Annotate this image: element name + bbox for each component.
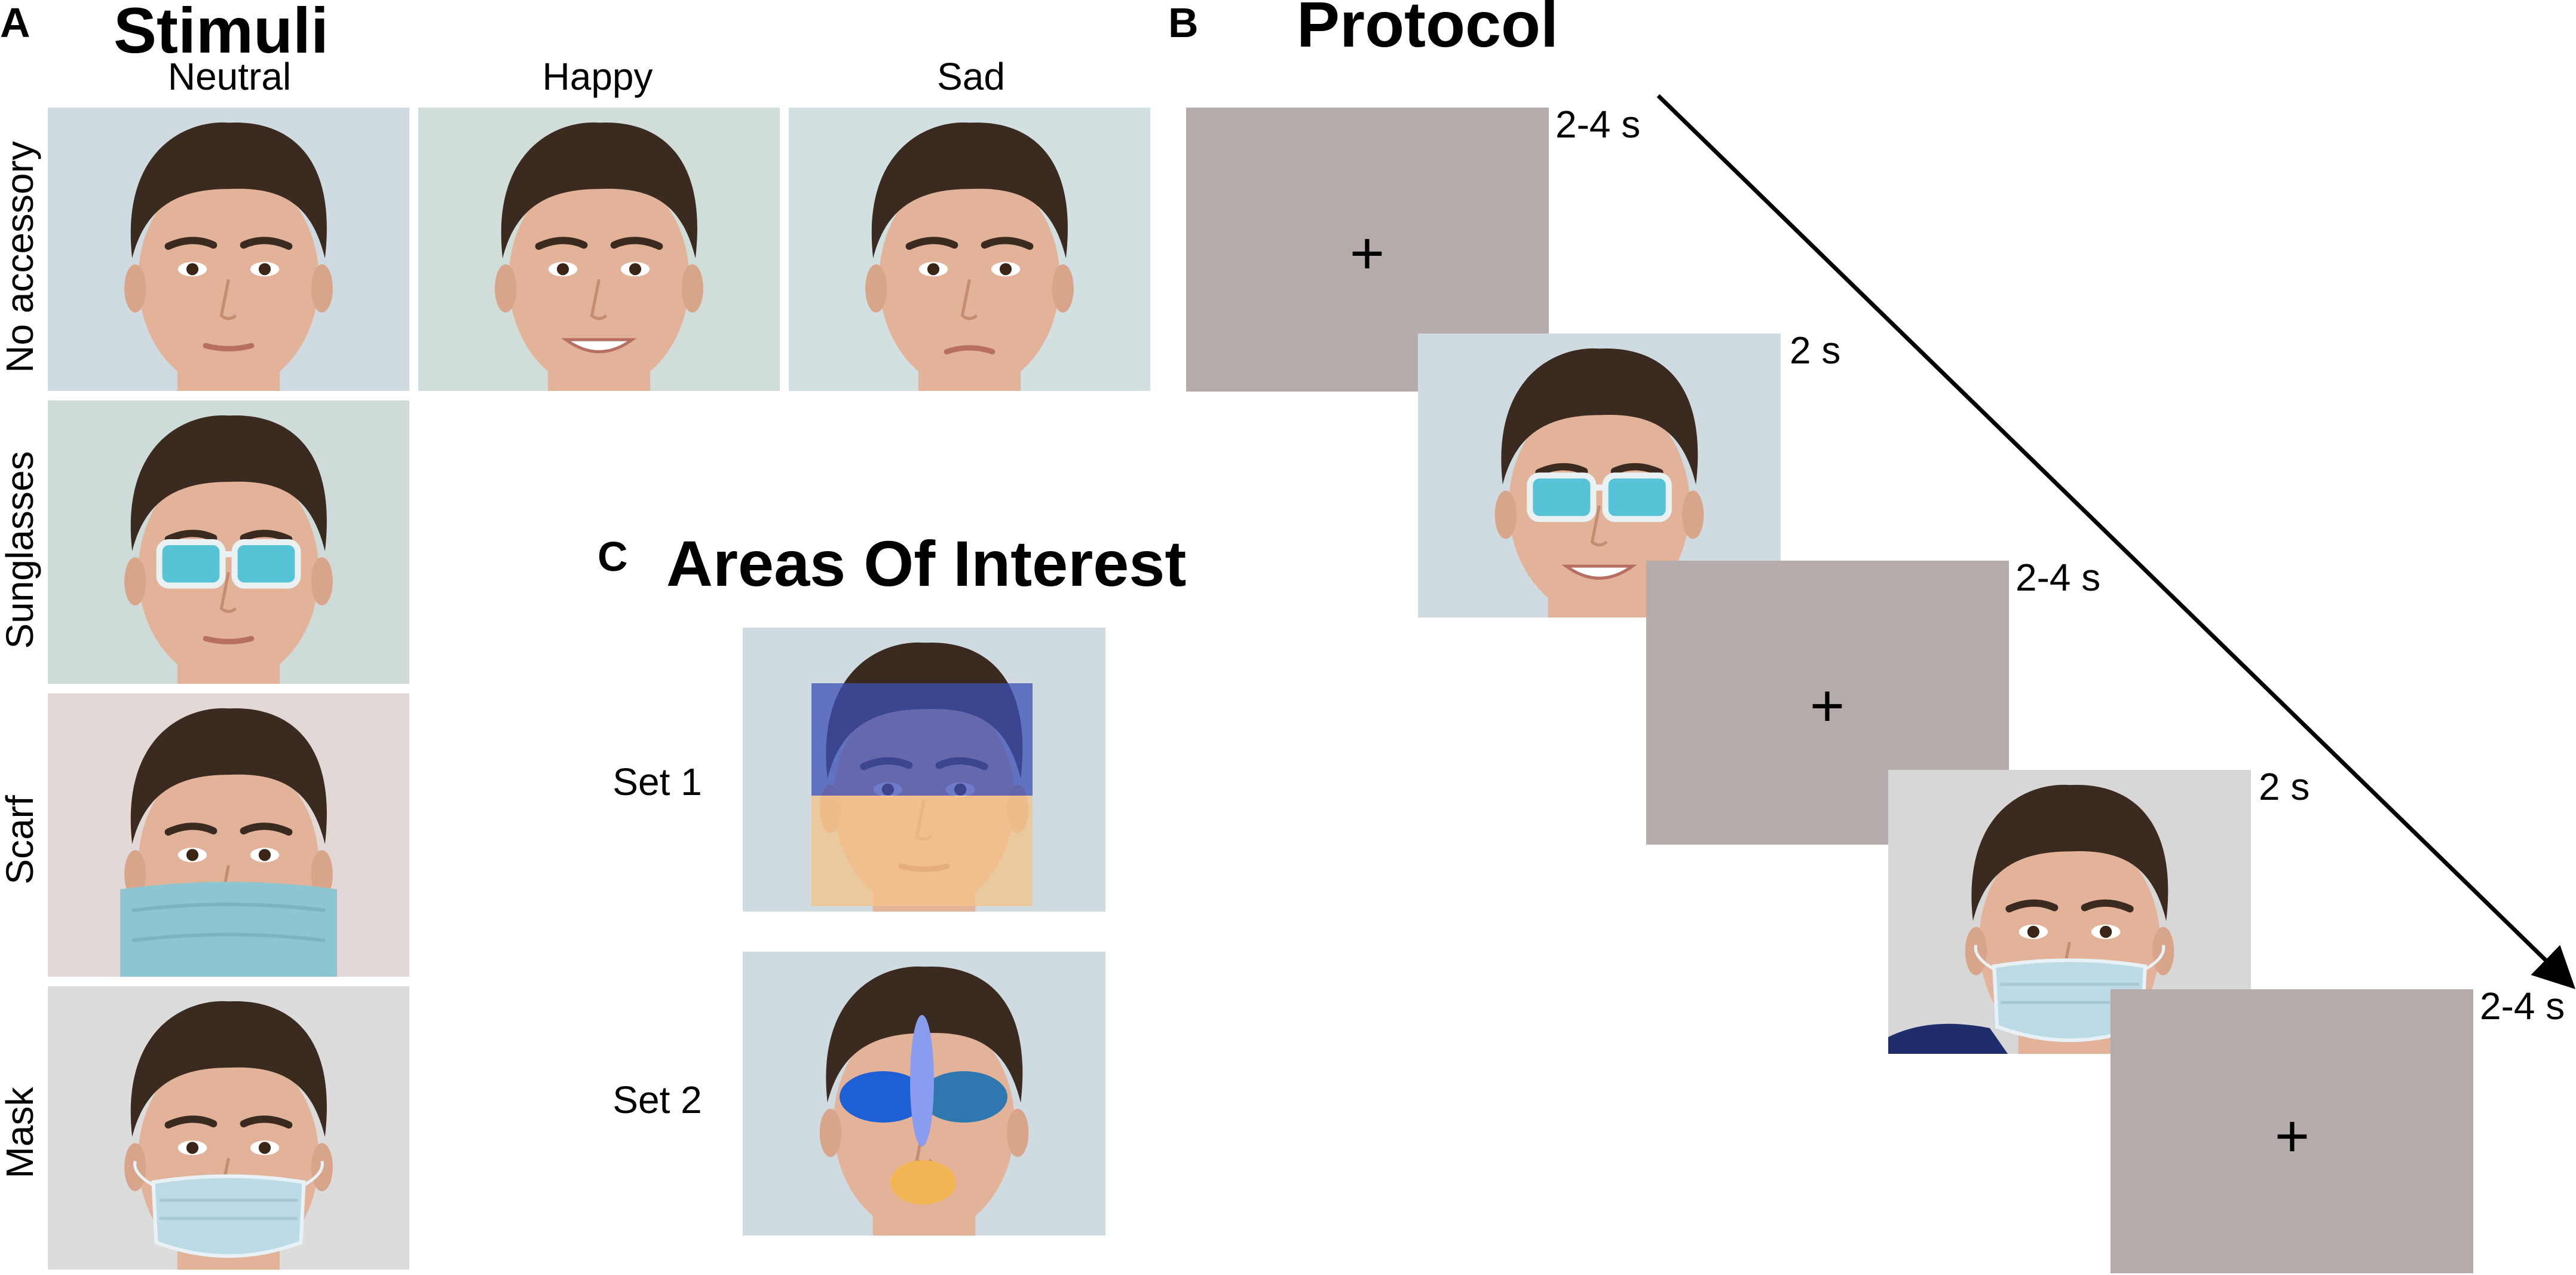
row-label-scarf: Scarf	[0, 795, 41, 885]
aoi-mouth	[890, 1160, 956, 1204]
row-label-no-accessory: No accessory	[0, 141, 41, 373]
panel-c-letter: C	[598, 533, 628, 580]
duration-5: 2-4 s	[2480, 984, 2565, 1028]
stimulus-neutral-scarf	[48, 693, 409, 977]
time-arrow	[1656, 94, 2576, 989]
aoi-set-1-label: Set 1	[612, 760, 702, 803]
column-label-neutral: Neutral	[168, 55, 291, 98]
panel-a-title: Stimuli	[114, 0, 329, 66]
duration-3: 2-4 s	[2016, 556, 2100, 599]
row-label-sunglasses: Sunglasses	[0, 451, 41, 649]
aoi-right-eye	[920, 1071, 1007, 1123]
aoi-set-2-image	[743, 952, 1105, 1236]
aoi-upper-face-region	[811, 683, 1033, 796]
row-label-mask: Mask	[0, 1087, 41, 1179]
column-label-sad: Sad	[937, 55, 1005, 98]
aoi-lower-face-region	[811, 796, 1033, 906]
fixation-cross-3: +	[2275, 1103, 2309, 1170]
panel-b-title: Protocol	[1297, 0, 1558, 60]
aoi-nose	[910, 1015, 934, 1146]
stimulus-sad-no-accessory	[789, 108, 1150, 391]
duration-4: 2 s	[2259, 765, 2309, 808]
stimulus-neutral-mask	[48, 986, 409, 1270]
fixation-cross-1: +	[1350, 220, 1385, 287]
duration-2: 2 s	[1790, 329, 1840, 372]
duration-1: 2-4 s	[1555, 103, 1640, 146]
fixation-cross-2: +	[1810, 672, 1845, 739]
panel-a-letter: A	[0, 0, 30, 46]
aoi-left-eye	[840, 1071, 927, 1123]
aoi-set-2-label: Set 2	[612, 1078, 702, 1121]
column-label-happy: Happy	[543, 55, 653, 98]
stimulus-neutral-no-accessory	[48, 108, 409, 391]
panel-b-letter: B	[1168, 0, 1199, 46]
stimulus-neutral-sunglasses	[48, 400, 409, 684]
aoi-set-1-image	[743, 628, 1105, 912]
stimulus-happy-no-accessory	[418, 108, 780, 391]
panel-c-title: Areas Of Interest	[666, 527, 1186, 600]
protocol-fixation-3: +	[2111, 989, 2473, 1273]
